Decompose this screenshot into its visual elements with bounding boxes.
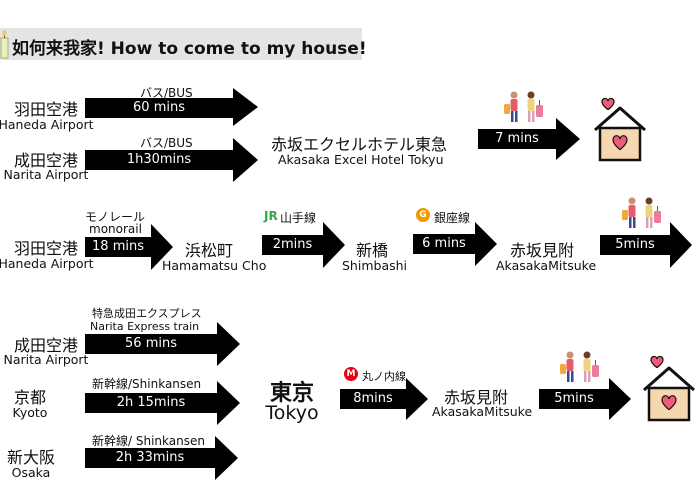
- station-hamamatsucho-jp: 浜松町: [185, 241, 234, 260]
- monorail-en-label: monorail: [89, 222, 142, 236]
- bus2-arrow: 1h30mins: [85, 138, 258, 182]
- yamanote-line-label: 山手線: [280, 211, 317, 225]
- station-osaka-jp: 新大阪: [6, 448, 55, 467]
- station-narita3-jp: 成田空港: [13, 336, 78, 355]
- shinkansen2-arrow: 2h 33mins: [85, 436, 238, 480]
- station-narita-jp: 成田空港: [13, 151, 78, 170]
- arrow-head: [217, 381, 240, 425]
- shinkansen2-label: 新幹線/ Shinkansen: [92, 434, 205, 448]
- station-kyoto-jp: 京都: [13, 388, 46, 407]
- nex-en-label: Narita Express train: [90, 320, 200, 333]
- hotel-jp: 赤坂エクセルホテル東急: [271, 135, 448, 154]
- bus1-arrow: 60 mins: [85, 88, 258, 126]
- walk-arrow-route1: 7 mins: [478, 118, 580, 160]
- nex-jp-label: 特急成田エクスプレス: [92, 307, 202, 320]
- shinkansen2-time: 2h 33mins: [85, 448, 215, 468]
- station-narita3-en: Narita Airport: [3, 352, 89, 367]
- ginza-line-label: 銀座線: [434, 211, 471, 225]
- marunouchi-arrow: 8mins: [340, 378, 428, 420]
- shinkansen1-arrow: 2h 15mins: [85, 381, 240, 425]
- heart-house-icon: [594, 97, 646, 162]
- arrow-head: [151, 224, 173, 270]
- walk-arrow-route2: 5mins: [600, 222, 692, 268]
- shinkansen1-label: 新幹線/Shinkansen: [92, 377, 202, 391]
- walk-arrow-route3: 5mins: [539, 378, 631, 420]
- station-shimbashi-en: Shimbashi: [342, 258, 408, 273]
- walking-travelers-icon: [504, 91, 543, 122]
- station-haneda-jp: 羽田空港: [13, 100, 78, 119]
- ginza-arrow: 6 mins: [413, 222, 497, 266]
- station-tokyo-en: Tokyo: [265, 402, 319, 424]
- yamanote-time: 2mins: [262, 235, 323, 255]
- station-osaka-en: Osaka: [11, 465, 51, 480]
- station-narita-en: Narita Airport: [3, 167, 89, 182]
- walking-travelers-icon: [560, 351, 599, 382]
- station-akasaka3-en: AkasakaMitsuke: [432, 404, 533, 419]
- station-haneda-en: Haneda Airport: [0, 117, 94, 132]
- candle-icon: [0, 30, 9, 59]
- arrow-head: [609, 378, 631, 420]
- station-akasaka3-jp: 赤坂見附: [444, 388, 509, 407]
- nex-arrow: 56 mins: [85, 322, 240, 366]
- walk-time-route2: 5mins: [600, 235, 670, 255]
- arrow-head: [233, 88, 258, 126]
- arrow-head: [556, 118, 580, 160]
- title-bar: [0, 28, 362, 60]
- station-akasaka-jp: 赤坂見附: [510, 241, 575, 260]
- bus2-mode-label: バス/BUS: [140, 136, 193, 150]
- page-title: 如何来我家! How to come to my house!: [12, 39, 367, 59]
- bus1-mode-label: バス/BUS: [140, 86, 193, 100]
- station-akasaka-en: AkasakaMitsuke: [496, 258, 597, 273]
- marunouchi-line-icon: M: [344, 367, 358, 381]
- marunouchi-time: 8mins: [340, 389, 406, 409]
- nex-time: 56 mins: [85, 334, 217, 354]
- station-haneda2-jp: 羽田空港: [13, 239, 78, 258]
- arrow-head: [233, 138, 258, 182]
- bus2-time: 1h30mins: [85, 150, 233, 170]
- station-kyoto-en: Kyoto: [12, 405, 48, 420]
- monorail-time: 18 mins: [85, 237, 151, 257]
- yamanote-arrow: 2mins: [262, 222, 345, 268]
- walk-time-route1: 7 mins: [478, 129, 556, 149]
- station-tokyo-jp: 東京: [269, 381, 314, 406]
- hotel-en: Akasaka Excel Hotel Tokyu: [278, 152, 444, 167]
- heart-house-icon: [643, 355, 695, 422]
- arrow-head: [475, 222, 497, 266]
- shinkansen1-time: 2h 15mins: [85, 393, 217, 413]
- monorail-jp-label: モノレール: [85, 210, 146, 224]
- arrow-head: [406, 378, 428, 420]
- station-hamamatsucho-en: Hamamatsu Cho: [162, 258, 267, 273]
- monorail-arrow: 18 mins: [85, 224, 173, 270]
- ginza-time: 6 mins: [413, 234, 475, 254]
- station-shimbashi-jp: 新橋: [356, 241, 389, 260]
- marunouchi-line-label: 丸ノ内線: [362, 370, 406, 383]
- arrow-head: [670, 222, 692, 268]
- walk-time-route3: 5mins: [539, 389, 609, 409]
- station-haneda2-en: Haneda Airport: [0, 256, 94, 271]
- ginza-line-icon: G: [416, 208, 430, 222]
- arrow-head: [217, 322, 240, 366]
- bus1-time: 60 mins: [85, 98, 233, 118]
- jr-mark: JR: [264, 209, 278, 223]
- arrow-head: [323, 222, 345, 268]
- walking-travelers-icon: [622, 197, 661, 228]
- arrow-head: [215, 436, 238, 480]
